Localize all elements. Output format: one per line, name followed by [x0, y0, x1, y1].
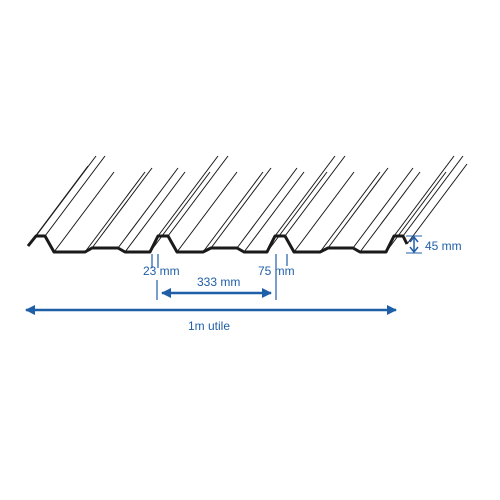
depth-line [176, 171, 238, 253]
label-rib-top-width: 23 mm [143, 264, 180, 278]
label-rib-base-width: 75 mm [258, 264, 295, 278]
depth-line [124, 171, 186, 253]
depth-line [35, 155, 97, 237]
depth-line [284, 155, 346, 237]
depth-line [44, 155, 106, 237]
depth-line [84, 171, 146, 253]
depth-line [149, 171, 211, 253]
depth-line [117, 167, 179, 249]
dimension-useful-width: 1m utile [25, 305, 397, 333]
sheet-depth-lines [27, 155, 468, 253]
depth-line [202, 171, 264, 253]
sheet-front-profile [26, 234, 409, 254]
dimension-rib-spacing: 333 mm [156, 254, 277, 300]
depth-line [385, 171, 447, 253]
depth-line [406, 163, 468, 245]
depth-line [402, 155, 464, 237]
depth-line [359, 171, 421, 253]
label-rib-height: 45 mm [425, 239, 462, 253]
label-rib-spacing: 333 mm [197, 275, 240, 289]
depth-line [327, 167, 389, 249]
dimension-rib-height: 45 mm [406, 235, 462, 254]
dimension-rib-base: 75 mm [258, 254, 295, 278]
depth-line [266, 171, 328, 253]
depth-line [293, 171, 355, 253]
depth-line [393, 155, 455, 237]
dimension-rib-top: 23 mm [143, 254, 180, 278]
depth-line [157, 155, 219, 237]
depth-line [210, 167, 272, 249]
depth-line [91, 167, 153, 249]
profile-outline [26, 234, 409, 254]
depth-line [243, 171, 305, 253]
depth-line [53, 171, 115, 253]
depth-line [236, 167, 298, 249]
depth-line [167, 155, 229, 237]
depth-line [274, 155, 336, 237]
label-useful-width: 1m utile [188, 319, 230, 333]
depth-line [352, 167, 414, 249]
depth-line [319, 171, 381, 253]
